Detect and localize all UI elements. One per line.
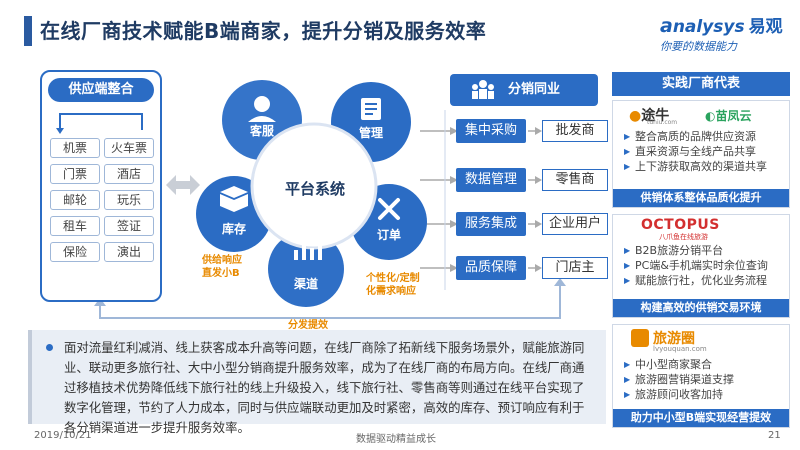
vendor-feature: 中小型商家聚合 bbox=[624, 357, 783, 372]
vendor-feature: 赋能旅行社，优化业务流程 bbox=[624, 273, 783, 288]
title-accent-bar bbox=[24, 16, 32, 46]
miaofengyun-logo: ◐苗凤云 bbox=[705, 109, 752, 123]
petal-label-channel: 渠道 bbox=[293, 277, 318, 291]
customer-service-icon bbox=[248, 96, 276, 122]
vendor-feature: 旅游顾问收客加持 bbox=[624, 387, 783, 402]
service-data-management: 数据管理 bbox=[456, 168, 526, 192]
petal-label-manage: 管理 bbox=[358, 126, 383, 140]
people-group-icon bbox=[472, 80, 494, 99]
vendor-feature: B2B旅游分销平台 bbox=[624, 243, 783, 258]
supply-item: 玩乐 bbox=[104, 190, 154, 210]
bullet-icon bbox=[46, 344, 53, 351]
vendor-brands: ●途牛 tuniu.com ◐苗凤云 bbox=[613, 101, 789, 127]
service-centralized-purchase: 集中采购 bbox=[456, 119, 526, 143]
customer-store-owner: 门店主 bbox=[542, 257, 608, 279]
platform-center-label: 平台系统 bbox=[284, 180, 345, 198]
petal-label-inventory: 库存 bbox=[221, 222, 246, 236]
logo-name: nalysys bbox=[672, 17, 745, 37]
petal-label-service: 客服 bbox=[249, 124, 274, 138]
logo-tagline: 你要的数据能力 bbox=[660, 40, 737, 53]
manage-icon bbox=[361, 98, 381, 120]
vendor-feature: PC端&手机端实时余位查询 bbox=[624, 258, 783, 273]
supply-item: 签证 bbox=[104, 216, 154, 236]
annotation-left: 供给响应 直发小B bbox=[202, 255, 242, 279]
petal-label-order: 订单 bbox=[376, 228, 401, 242]
supply-item: 保险 bbox=[50, 242, 100, 262]
service-integration: 服务集成 bbox=[456, 212, 526, 236]
channel-heading: 分销同业 bbox=[450, 74, 598, 106]
vendor-footer: 助力中小型B端实现经营提效 bbox=[613, 409, 789, 427]
lvyouquan-domain: lvyouquan.com bbox=[653, 345, 707, 353]
supply-loop-arrows bbox=[56, 113, 143, 134]
tuniu-domain: tuniu.com bbox=[647, 119, 678, 126]
logo-name-cn: 易观 bbox=[748, 17, 783, 37]
inventory-icon bbox=[220, 186, 248, 212]
vendor-footer: 构建高效的供销交易环境 bbox=[613, 299, 789, 317]
customer-wholesaler: 批发商 bbox=[542, 120, 608, 142]
bidirectional-arrow-icon bbox=[166, 175, 200, 195]
footer-slogan: 数据驱动精益成长 bbox=[356, 434, 436, 445]
supply-item: 租车 bbox=[50, 216, 100, 236]
supply-panel: 供应端整合 机票 火车票 门票 酒店 邮轮 玩乐 租车 签证 保险 演出 bbox=[40, 70, 162, 302]
supply-item: 酒店 bbox=[104, 164, 154, 184]
summary-note: 面对流量红利减消、线上获客成本升高等问题，在线厂商除了拓新线下服务场景外，赋能旅… bbox=[28, 330, 606, 435]
footer-date: 2019/10/21 bbox=[34, 430, 92, 441]
vendors-heading: 实践厂商代表 bbox=[612, 72, 790, 96]
vendor-feature: 直采资源与全线产品共享 bbox=[624, 144, 783, 159]
supply-item: 邮轮 bbox=[50, 190, 100, 210]
page-title: 在线厂商技术赋能B端商家，提升分销及服务效率 bbox=[40, 19, 487, 43]
annotation-right: 个性化/定制 化需求响应 bbox=[366, 273, 420, 297]
platform-flower bbox=[196, 80, 427, 307]
logo-a-icon: a bbox=[660, 15, 673, 37]
vendor-card-lvyouquan: 旅游圈 lvyouquan.com 中小型商家聚合 旅游圈营销渠道支撑 旅游顾问… bbox=[612, 324, 790, 428]
customer-retailer: 零售商 bbox=[542, 169, 608, 191]
supply-heading: 供应端整合 bbox=[48, 78, 154, 102]
supply-item: 机票 bbox=[50, 138, 100, 158]
vendor-card-tuniu: ●途牛 tuniu.com ◐苗凤云 整合高质的品牌供应资源 直采资源与全线产品… bbox=[612, 100, 790, 208]
page-number: 21 bbox=[768, 430, 781, 441]
tools-icon bbox=[378, 198, 400, 220]
summary-text: 面对流量红利减消、线上获客成本升高等问题，在线厂商除了拓新线下服务场景外，赋能旅… bbox=[64, 340, 585, 435]
vendor-brands: OCTOPUS 八爪鱼在线旅游 bbox=[613, 215, 789, 241]
supply-item: 演出 bbox=[104, 242, 154, 262]
supply-item: 火车票 bbox=[104, 138, 154, 158]
petal-channel bbox=[268, 231, 344, 307]
lvyouquan-icon bbox=[631, 329, 649, 347]
vendor-card-octopus: OCTOPUS 八爪鱼在线旅游 B2B旅游分销平台 PC端&手机端实时余位查询 … bbox=[612, 214, 790, 318]
customer-enterprise: 企业用户 bbox=[542, 213, 608, 235]
supply-item: 门票 bbox=[50, 164, 100, 184]
lvyouquan-logo: 旅游圈 bbox=[653, 331, 695, 347]
supply-grid: 机票 火车票 门票 酒店 邮轮 玩乐 租车 签证 保险 演出 bbox=[50, 138, 154, 262]
vendor-footer: 供销体系整体品质化提升 bbox=[613, 189, 789, 207]
annotation-bottom: 分发提效 bbox=[288, 320, 328, 331]
octopus-sub: 八爪鱼在线旅游 bbox=[659, 233, 708, 241]
tuniu-logo: ●途牛 bbox=[629, 108, 670, 124]
vendor-feature: 整合高质的品牌供应资源 bbox=[624, 129, 783, 144]
vendor-feature: 旅游圈营销渠道支撑 bbox=[624, 372, 783, 387]
octopus-logo: OCTOPUS bbox=[641, 217, 720, 233]
vendor-feature: 上下游获取高效的渠道共享 bbox=[624, 159, 783, 174]
chart-icon bbox=[294, 242, 322, 260]
service-quality-assurance: 品质保障 bbox=[456, 256, 526, 280]
vendor-brands: 旅游圈 lvyouquan.com bbox=[613, 325, 789, 355]
